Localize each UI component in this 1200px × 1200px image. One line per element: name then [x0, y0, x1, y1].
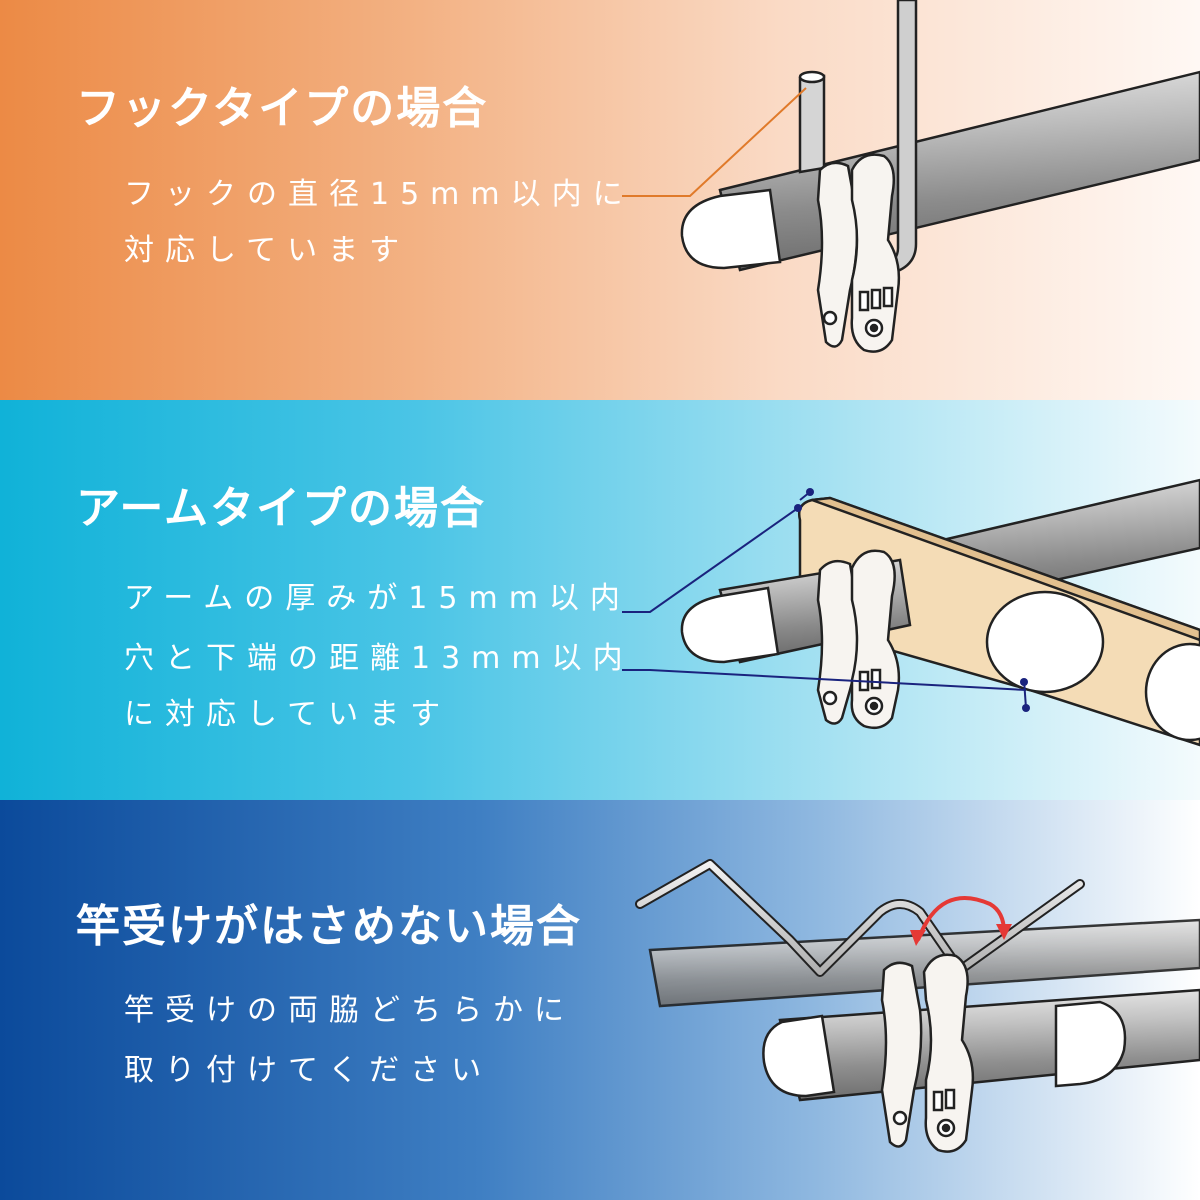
arm-type-section: アームタイプの場合 アームの厚みが15mm以内 穴と下端の距離13mm以内 に対… — [0, 400, 1200, 800]
arm-type-desc-line-1: アームの厚みが15mm以内 — [124, 581, 631, 616]
clothes-clip — [816, 549, 901, 729]
hook-type-desc-line-2: 対応しています — [124, 233, 411, 268]
front-pole-cap-right — [1054, 1000, 1127, 1088]
arm-type-desc-line-2: 穴と下端の距離13mm以内 — [124, 641, 634, 676]
hook-type-title: フックタイプの場合 — [76, 83, 489, 134]
pole-holder-desc-line-2: 取り付けてください — [124, 1053, 493, 1088]
pole-holder-desc-line-1: 竿受けの両脇どちらかに — [124, 993, 575, 1028]
clothes-clip — [816, 153, 901, 353]
pole-holder-section: 竿受けがはさめない場合 竿受けの両脇どちらかに 取り付けてください — [0, 800, 1200, 1200]
pole-holder-title: 竿受けがはさめない場合 — [76, 901, 582, 952]
arm-illustration — [622, 478, 1200, 747]
hook-type-section: フックタイプの場合 フックの直径15mm以内に 対応しています — [0, 0, 1200, 400]
arm-type-desc-line-3: に対応しています — [124, 697, 452, 732]
pole-holder-illustration — [635, 859, 1200, 1153]
clothes-clip — [880, 953, 975, 1153]
pole-end-cap — [680, 188, 782, 270]
rotation-arrow — [916, 895, 1006, 941]
arm-type-title: アームタイプの場合 — [76, 483, 487, 534]
front-pole-cap — [680, 586, 780, 664]
hook-type-desc-line-1: フックの直径15mm以内に — [124, 177, 634, 212]
front-pole-cap-left — [762, 1014, 836, 1098]
hook-callout-line — [622, 87, 807, 197]
front-pole — [778, 988, 1200, 1102]
hook-illustration — [622, 0, 1200, 353]
